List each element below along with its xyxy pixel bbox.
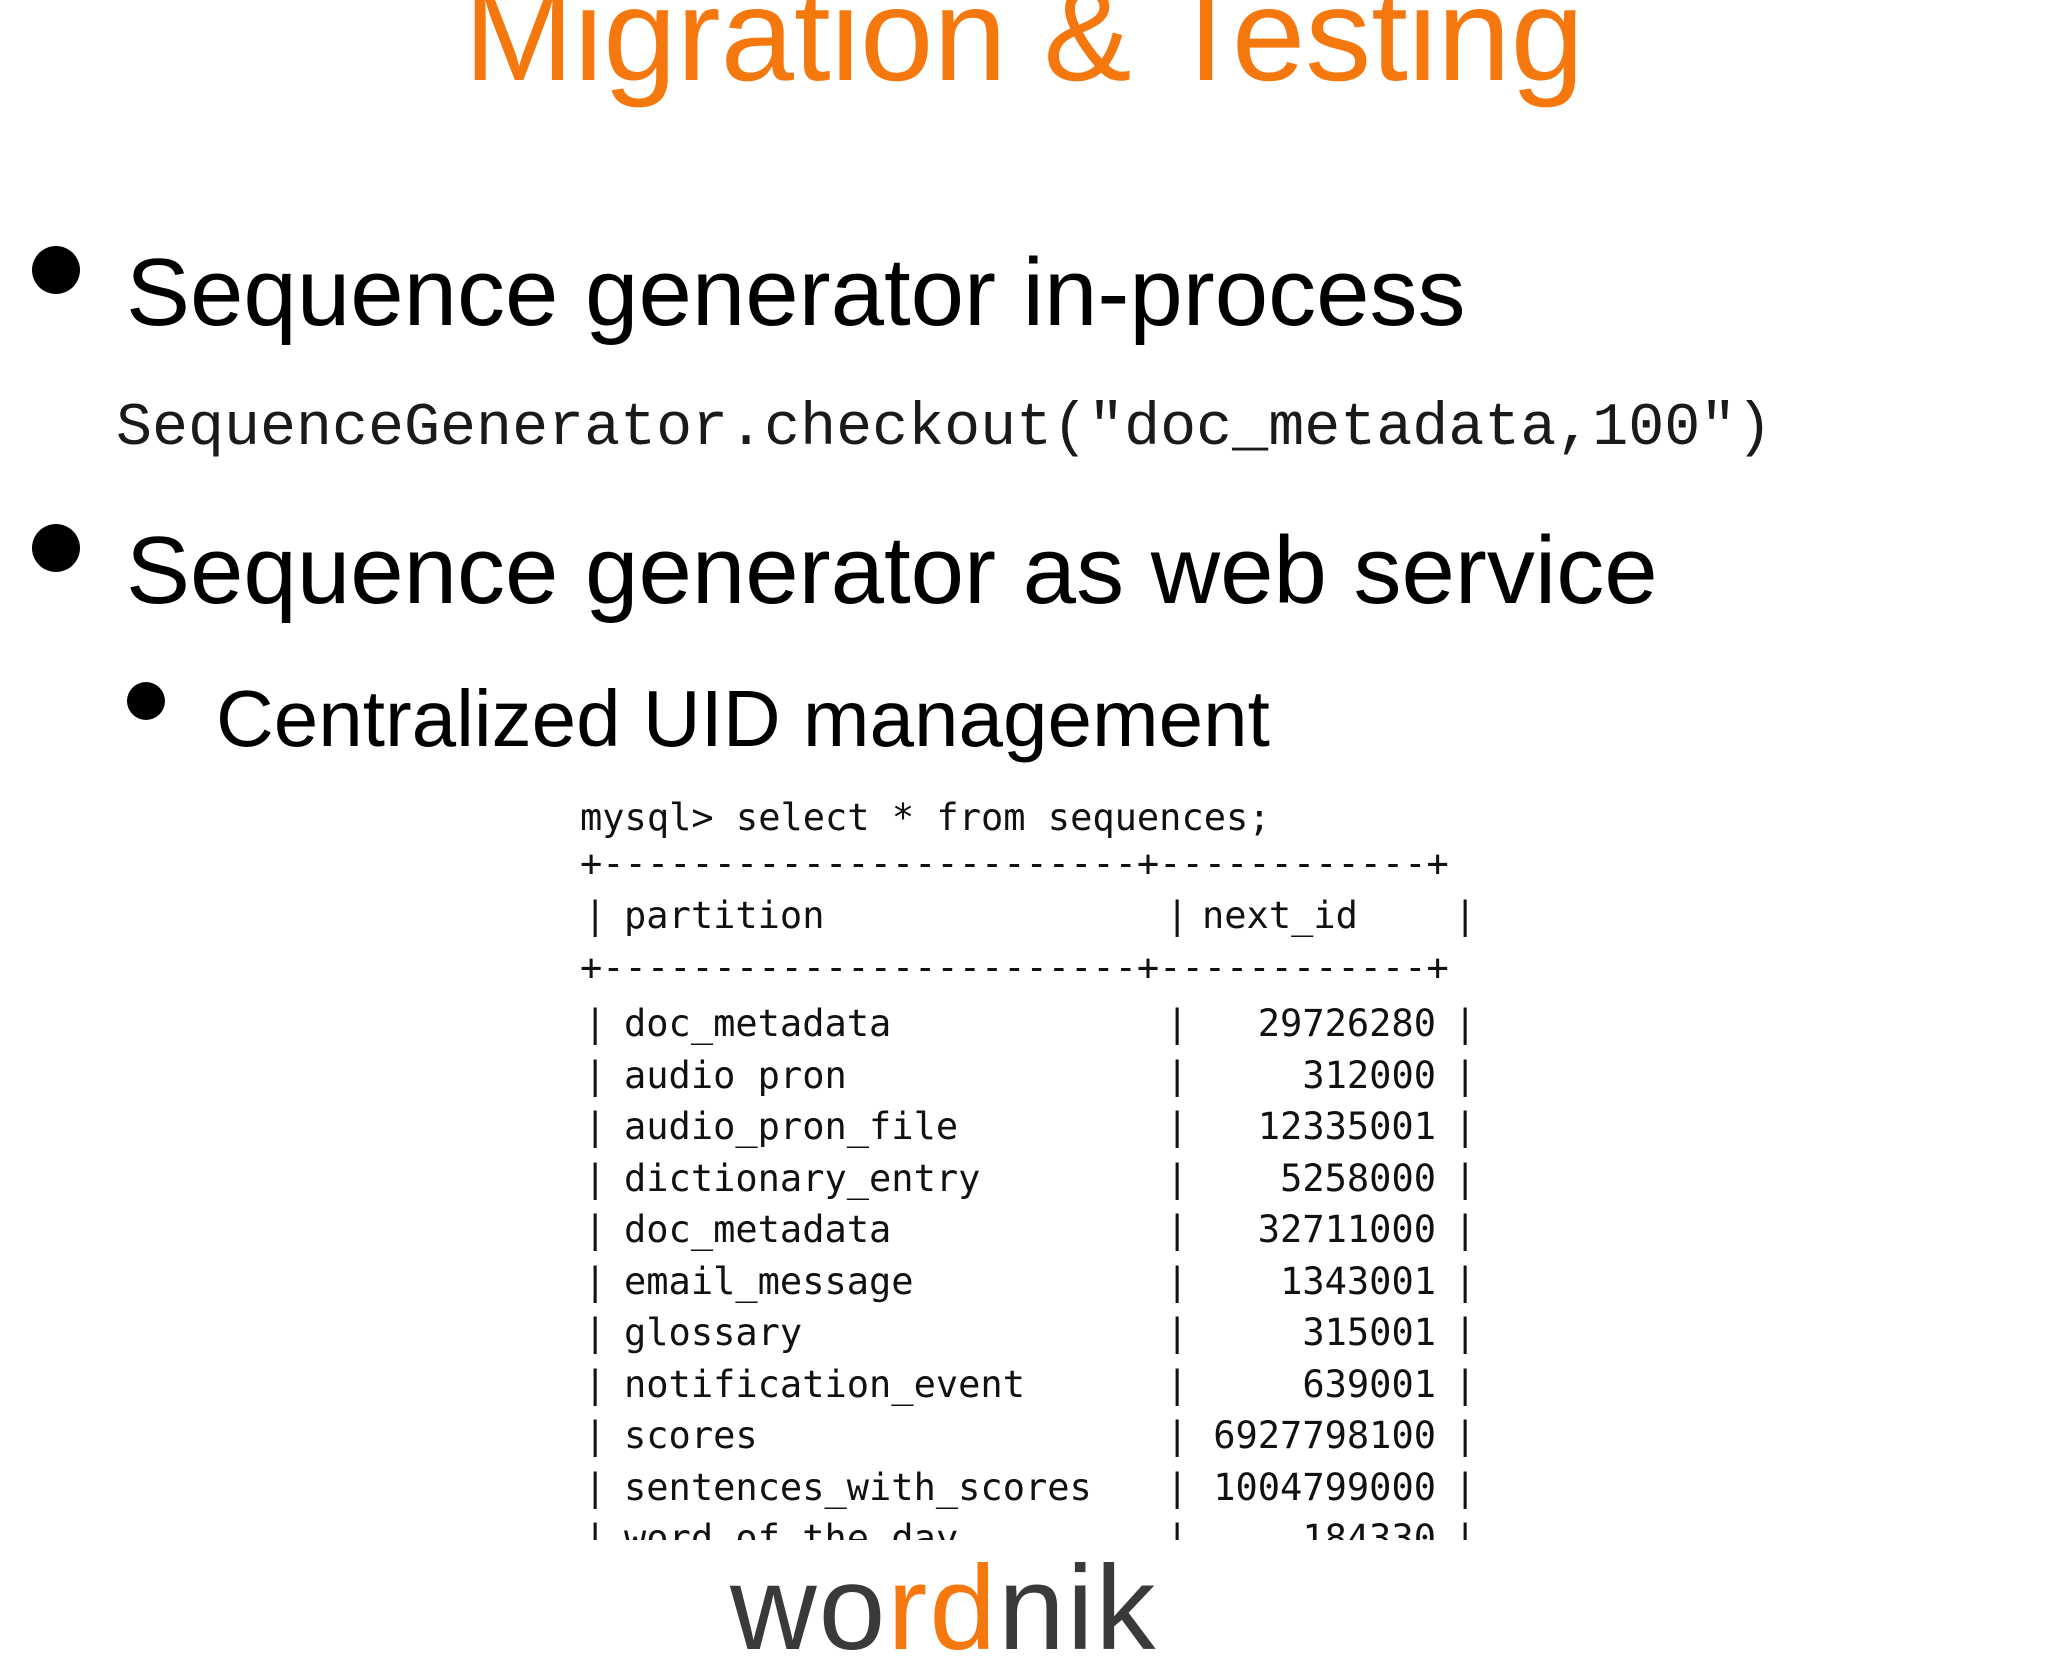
cell-next-id: 6927798100 [1213, 1414, 1436, 1457]
cell-partition: scores [624, 1414, 758, 1457]
table-row: | notification_event | 639001 | [576, 1359, 1476, 1411]
column-separator: | [1454, 1259, 1476, 1303]
column-header-next-id: next_id [1202, 894, 1358, 937]
column-separator: | [1454, 894, 1476, 937]
bullet-dot-icon [32, 524, 80, 572]
column-separator: | [584, 1156, 607, 1200]
column-separator: | [584, 1414, 607, 1457]
column-separator: | [584, 1105, 607, 1148]
cell-partition: dictionary_entry [624, 1156, 981, 1200]
table-row: | audio_pron_file | 12335001 | [576, 1101, 1476, 1153]
cell-partition: doc_metadata [624, 1208, 892, 1251]
column-separator: | [1454, 1002, 1476, 1045]
column-separator: | [584, 1517, 607, 1540]
column-separator: | [1166, 1053, 1189, 1097]
column-separator: | [584, 1053, 607, 1097]
cell-next-id: 32711000 [1257, 1208, 1436, 1251]
bullet-dot-icon [32, 246, 80, 294]
cell-partition: doc_metadata [624, 1002, 892, 1045]
cell-next-id: 315001 [1302, 1311, 1436, 1354]
logo-part: nik [998, 1541, 1158, 1675]
table-row: | sentences_with_scores | 1004799000 | [576, 1462, 1476, 1514]
column-separator: | [584, 1259, 607, 1303]
table-row: | dictionary_entry | 5258000 | [576, 1153, 1476, 1205]
cell-partition: notification_event [624, 1362, 1025, 1406]
column-separator: | [1166, 1259, 1189, 1303]
cell-next-id: 5258000 [1280, 1156, 1436, 1200]
table-row: | audio pron | 312000 | [576, 1050, 1476, 1102]
column-separator: | [1454, 1053, 1476, 1097]
column-separator: | [1454, 1362, 1476, 1406]
table-header-row: | partition | next_id | [576, 890, 1476, 942]
column-separator: | [584, 1208, 607, 1251]
sub-bullet-dot-icon [127, 682, 165, 720]
cell-next-id: 639001 [1302, 1362, 1436, 1406]
column-separator: | [1166, 1105, 1189, 1148]
cell-partition: glossary [624, 1311, 803, 1354]
column-separator: | [1166, 1362, 1189, 1406]
code-snippet: SequenceGenerator.checkout("doc_metadata… [116, 395, 1773, 463]
table-border-mid: +------------------------+------------+ [580, 946, 1449, 989]
logo-accent: rd [887, 1541, 999, 1675]
cell-next-id: 12335001 [1257, 1105, 1436, 1148]
column-separator: | [1166, 1208, 1189, 1251]
sub-bullet-centralized-uid: Centralized UID management [216, 674, 1270, 763]
column-separator: | [584, 894, 607, 937]
column-separator: | [1166, 1517, 1189, 1540]
cell-partition: audio_pron_file [624, 1105, 959, 1148]
column-separator: | [1166, 1311, 1189, 1354]
cell-partition: sentences_with_scores [624, 1465, 1092, 1509]
column-separator: | [1454, 1414, 1476, 1457]
table-row: | doc_metadata | 32711000 | [576, 1204, 1476, 1256]
column-separator: | [1454, 1208, 1476, 1251]
logo-part: wo [730, 1541, 888, 1675]
wordnik-logo: wordnik [730, 1548, 1158, 1668]
cell-partition: audio pron [624, 1053, 847, 1097]
column-separator: | [1454, 1105, 1476, 1148]
table-border-top: +------------------------+------------+ [580, 842, 1449, 885]
column-separator: | [1166, 1414, 1189, 1457]
column-separator: | [584, 1002, 607, 1045]
column-separator: | [1454, 1311, 1476, 1354]
column-separator: | [584, 1311, 607, 1354]
column-separator: | [1454, 1156, 1476, 1200]
table-row: | word_of_the_day | 184330 | [576, 1513, 1476, 1540]
cell-next-id: 312000 [1302, 1053, 1436, 1097]
column-separator: | [1166, 1156, 1189, 1200]
table-row: | email_message | 1343001 | [576, 1256, 1476, 1308]
cell-next-id: 1004799000 [1213, 1465, 1436, 1509]
column-separator: | [1454, 1465, 1476, 1509]
column-separator: | [584, 1362, 607, 1406]
bullet-sequence-web-service: Sequence generator as web service [126, 517, 1658, 624]
column-header-partition: partition [624, 894, 825, 937]
mysql-prompt: mysql> select * from sequences; [580, 796, 1271, 839]
cell-next-id: 1343001 [1280, 1259, 1436, 1303]
slide-title: Migration & Testing [463, 0, 1585, 108]
table-row: | doc_metadata | 29726280 | [576, 998, 1476, 1050]
column-separator: | [1166, 1002, 1189, 1045]
column-separator: | [1166, 1465, 1189, 1509]
cell-next-id: 184330 [1302, 1517, 1436, 1540]
column-separator: | [584, 1465, 607, 1509]
bullet-sequence-in-process: Sequence generator in-process [126, 239, 1466, 346]
mysql-terminal-screenshot: mysql> select * from sequences; +-------… [576, 790, 1476, 1540]
cell-partition: word_of_the_day [624, 1517, 959, 1540]
column-separator: | [1166, 894, 1189, 937]
cell-next-id: 29726280 [1257, 1002, 1436, 1045]
cell-partition: email_message [624, 1259, 914, 1303]
table-row: | scores | 6927798100 | [576, 1410, 1476, 1462]
table-row: | glossary | 315001 | [576, 1307, 1476, 1359]
column-separator: | [1454, 1517, 1476, 1540]
